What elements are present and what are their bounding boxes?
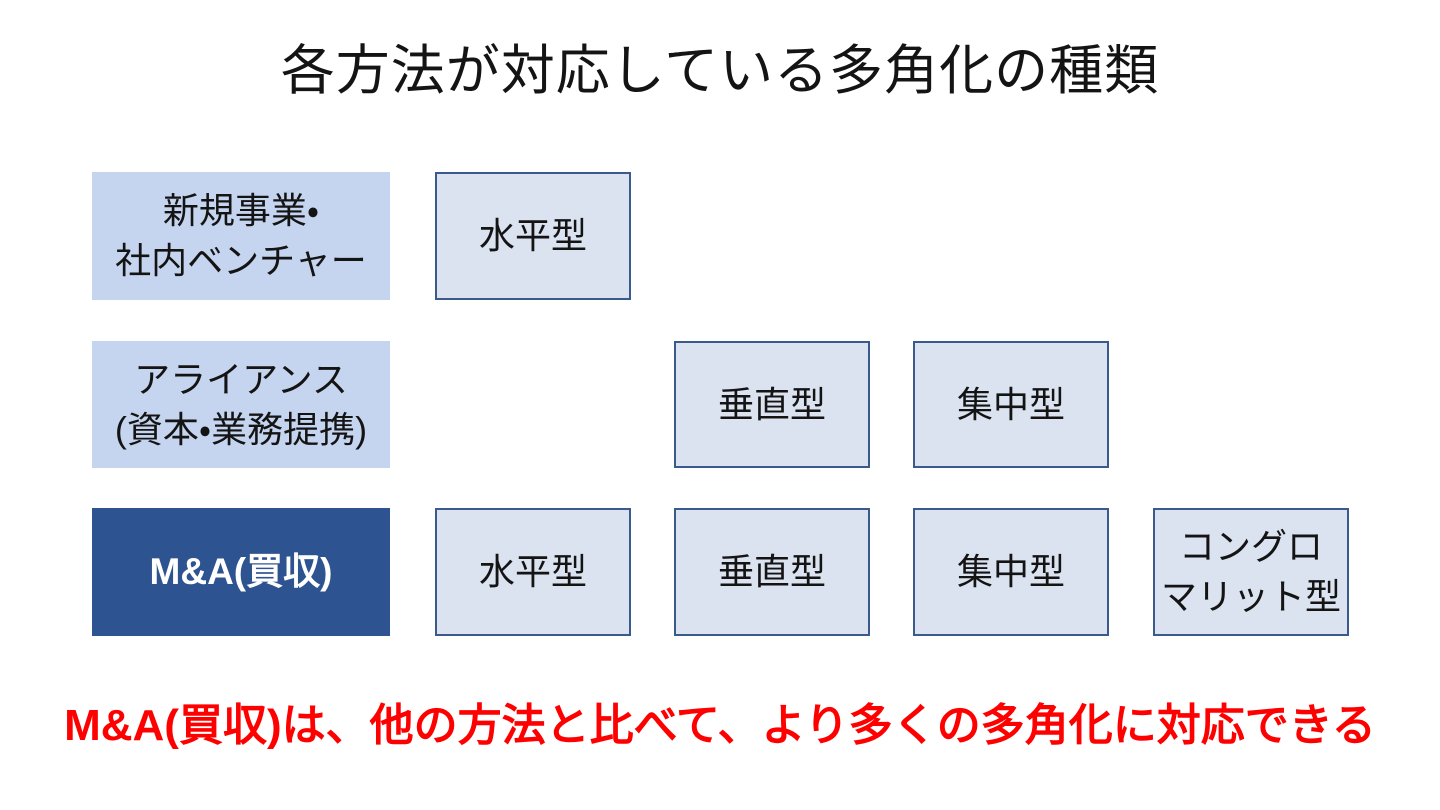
type-box-concentric-row3: 集中型 [913,508,1109,636]
slide-title: 各方法が対応している多角化の種類 [280,41,1160,101]
method-box-ma: M&A(買収) [92,508,390,636]
type-box-horizontal-row3: 水平型 [435,508,631,636]
conclusion-text: M&A(買収)は、他の方法と比べて、より多くの多角化に対応できる [64,701,1376,750]
type-box-vertical-row3: 垂直型 [674,508,870,636]
type-box-vertical-row2: 垂直型 [674,341,870,468]
type-box-conglomerate-row3: コングロ マリット型 [1153,508,1349,636]
type-box-concentric-row2: 集中型 [913,341,1109,468]
type-box-horizontal-row1: 水平型 [435,172,631,300]
method-box-new-business: 新規事業・ 社内ベンチャー [92,172,390,300]
method-box-alliance: アライアンス (資本・業務提携) [92,341,390,468]
